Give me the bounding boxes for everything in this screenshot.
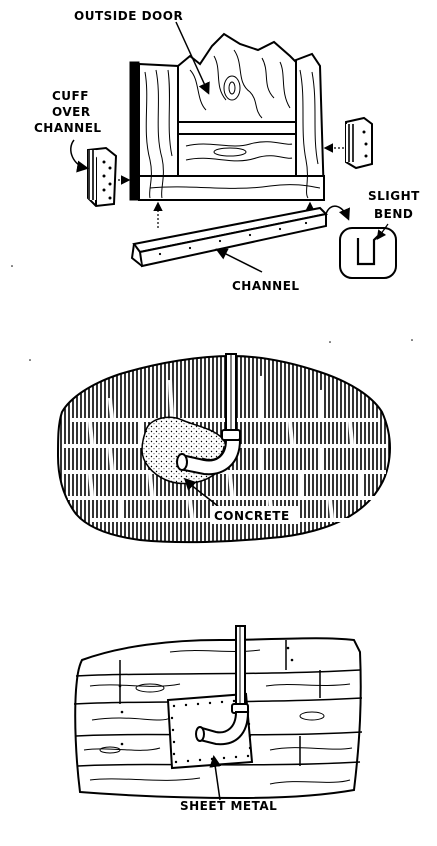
door-panel: OUTSIDE DOOR CUFF OVER CHANNEL SLIGHT BE…: [34, 9, 420, 293]
label-outside-door: OUTSIDE DOOR: [74, 9, 183, 23]
outside-door-pointer: [175, 21, 210, 95]
cuff-right: [345, 116, 373, 170]
channel-strip: [130, 206, 329, 268]
label-cuff-1: CUFF: [52, 89, 89, 103]
pipe-metal: [195, 625, 250, 746]
label-bend: BEND: [374, 207, 413, 221]
slight-bend-detail: [339, 223, 397, 279]
bend-pointer-arrow: [325, 205, 350, 221]
label-channel: CHANNEL: [232, 279, 300, 293]
pipe-wall: [176, 353, 242, 476]
sheet-metal-pointer: [209, 755, 222, 801]
label-sheet-metal: SHEET METAL: [180, 799, 277, 813]
label-cuff-3: CHANNEL: [34, 121, 102, 135]
label-cuff-2: OVER: [52, 105, 91, 119]
channel-pointer: [215, 248, 263, 273]
cuff-left: [87, 146, 118, 208]
brick-wall-panel: CONCRETE: [56, 353, 391, 544]
print-specks: [11, 265, 413, 361]
wood-wall-panel: SHEET METAL: [73, 625, 363, 813]
label-concrete: CONCRETE: [214, 509, 290, 523]
cuff-pointer: [70, 139, 89, 173]
label-slight: SLIGHT: [368, 189, 420, 203]
outside-door: [129, 32, 326, 201]
